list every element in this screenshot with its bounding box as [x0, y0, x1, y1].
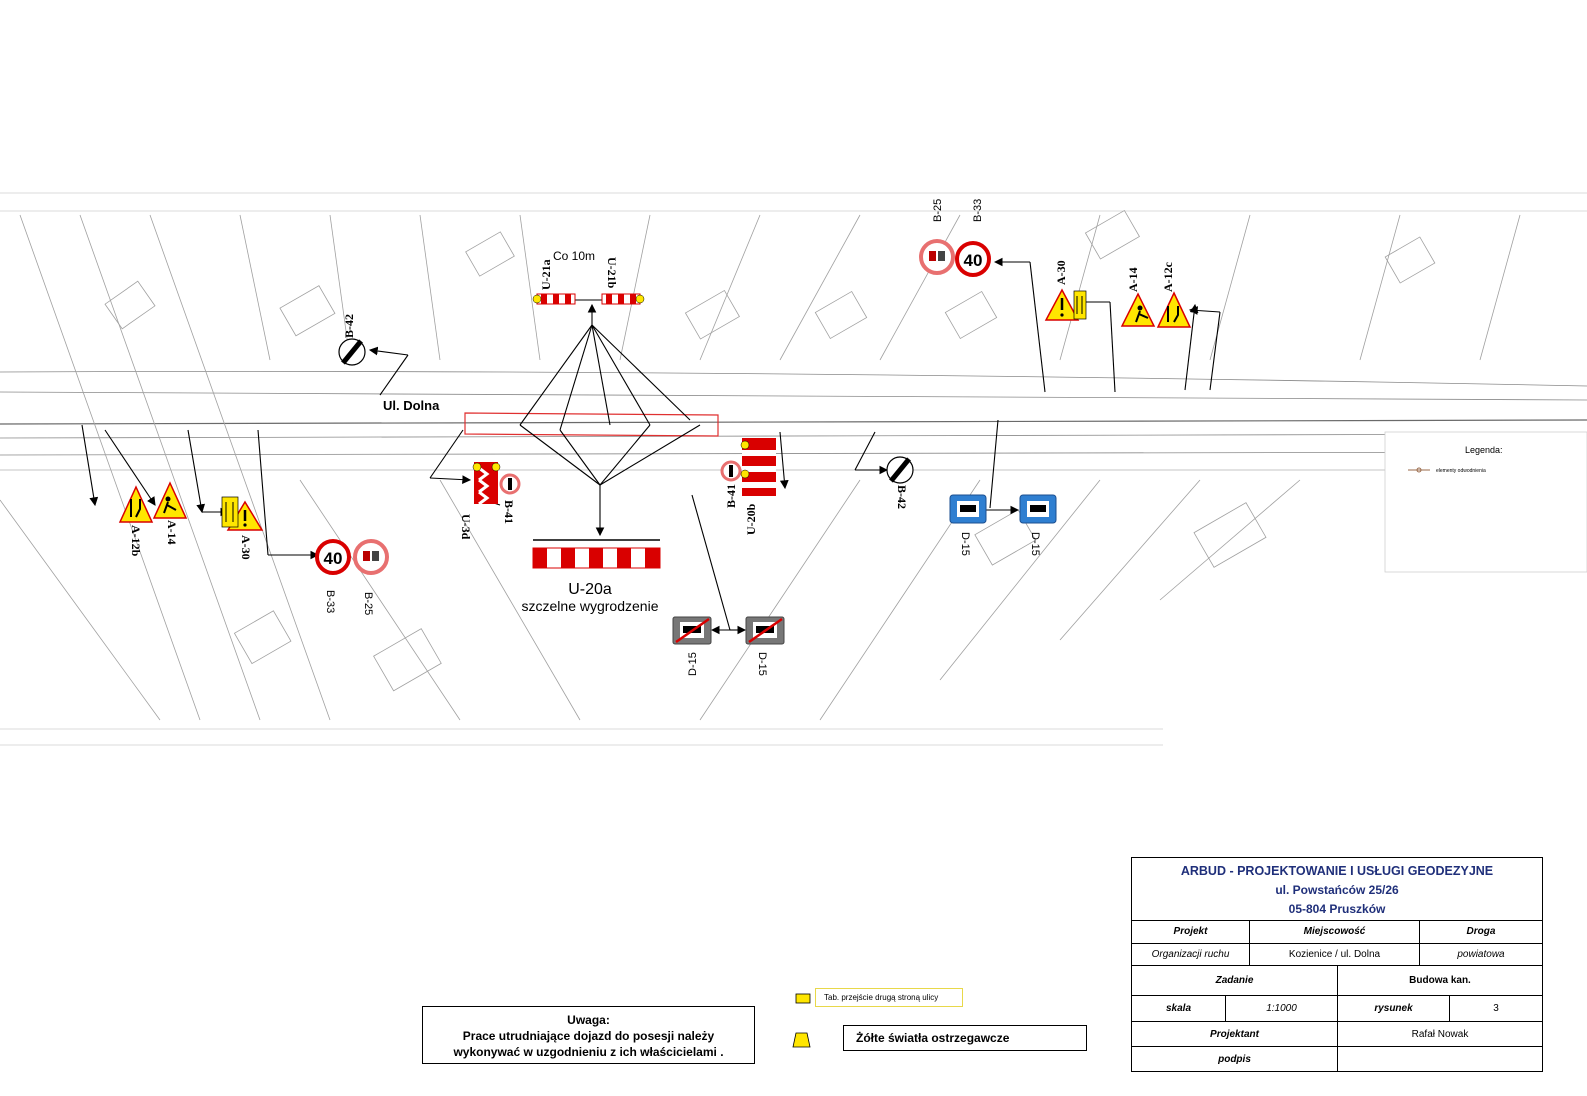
- label-skala: skala: [1132, 996, 1226, 1022]
- company-city: 05-804 Pruszków: [1288, 902, 1386, 916]
- label-b41-west: B-41: [502, 500, 516, 524]
- label-miejscowosc: Miejscowość: [1250, 920, 1420, 944]
- sign-a14-east: [1120, 292, 1156, 327]
- leader-lines: [81, 257, 1221, 635]
- note-box: Uwaga: Prace utrudniające dojazd do pose…: [422, 1006, 755, 1064]
- company-name: ARBUD - PROJEKTOWANIE I USŁUGI GEODEZYJN…: [1180, 864, 1494, 878]
- work-zone-outline: [464, 412, 719, 437]
- label-d15-blue-left: D-15: [959, 532, 971, 556]
- label-b25-east: B-25: [932, 199, 944, 222]
- sign-b41-east: [720, 460, 742, 482]
- note-line2: wykonywać w uzgodnieniu z ich właściciel…: [453, 1045, 724, 1059]
- sign-a30-west: [221, 496, 264, 531]
- sign-b25-east: [919, 239, 955, 275]
- sign-d15-blue-right: [1019, 494, 1057, 524]
- sign-u21b: [601, 293, 645, 305]
- sign-a30-east: [1044, 288, 1087, 321]
- sign-d15-blue-left: [949, 494, 987, 524]
- sign-b33-east: 40: [955, 241, 991, 277]
- sign-u20a-barrier: [532, 539, 661, 569]
- label-b42-west: B-42: [342, 314, 356, 338]
- label-zadanie: Zadanie: [1132, 966, 1338, 996]
- tab-legend-swatch: [795, 993, 811, 1004]
- sign-a12c-east: [1156, 291, 1192, 328]
- map-legend-heading: Legenda:: [1465, 445, 1503, 455]
- value-zadanie: Budowa kan.: [1338, 966, 1542, 996]
- label-a12c: A-12c: [1161, 261, 1175, 292]
- label-u3d: U-3d: [459, 514, 473, 540]
- label-a14-east: A-14: [1126, 267, 1140, 292]
- value-droga: powiatowa: [1420, 944, 1542, 966]
- label-a30-west: A-30: [239, 535, 253, 560]
- sign-b42-west: [338, 338, 366, 366]
- sign-b41-west: [499, 473, 521, 495]
- sign-a14-west: [152, 481, 188, 519]
- label-b33-east: B-33: [972, 199, 984, 222]
- note-line1: Prace utrudniające dojazd do posesji nal…: [462, 1029, 715, 1043]
- title-block-header: ARBUD - PROJEKTOWANIE I USŁUGI GEODEZYJN…: [1132, 858, 1542, 921]
- barrier-subtitle: szczelne wygrodzenie: [522, 598, 659, 614]
- warning-light-icon: [792, 1032, 811, 1048]
- sign-b33-west: 40: [315, 539, 351, 575]
- company-address: ul. Powstańców 25/26: [1275, 883, 1399, 897]
- label-a14-west: A-14: [165, 520, 179, 545]
- value-projektant: Rafał Nowak: [1338, 1022, 1542, 1047]
- barrier-title: U-20a: [568, 581, 612, 598]
- sign-u20b: [740, 438, 776, 496]
- sign-b42-east: [886, 456, 914, 484]
- sign-u3d: [472, 462, 501, 506]
- value-miejscowosc: Kozienice / ul. Dolna: [1250, 944, 1420, 966]
- spacing-label: Co 10m: [553, 249, 595, 263]
- label-d15-cancelled-right: D-15: [756, 652, 768, 676]
- label-b25-west: B-25: [362, 592, 374, 615]
- label-a12b: A-12b: [129, 525, 143, 557]
- sign-a12b-west: [118, 485, 154, 523]
- label-u20b: U-20b: [744, 503, 758, 535]
- note-title: Uwaga:: [567, 1013, 610, 1027]
- sign-d15-cancelled-left: [672, 616, 712, 645]
- label-b41-east: B-41: [724, 484, 738, 508]
- svg-text:40: 40: [324, 549, 343, 568]
- label-a30-east: A-30: [1054, 260, 1068, 285]
- label-u21a: U-21a: [539, 259, 553, 290]
- legend-lights-label: Żółte światła ostrzegawcze: [843, 1025, 1087, 1051]
- label-b42-east: B-42: [895, 485, 909, 509]
- base-map: [0, 192, 1587, 746]
- label-projektant: Projektant: [1132, 1022, 1338, 1047]
- map-legend-item: [1408, 467, 1430, 473]
- sign-b25-west: [353, 539, 389, 575]
- label-u21b: U-21b: [605, 257, 619, 289]
- label-d15-cancelled-left: D-15: [687, 652, 699, 676]
- value-projekt: Organizacji ruchu: [1132, 944, 1250, 966]
- map-legend-item-label: elementy odwodnienia: [1436, 468, 1486, 474]
- title-block: ARBUD - PROJEKTOWANIE I USŁUGI GEODEZYJN…: [1131, 857, 1543, 1072]
- label-projekt: Projekt: [1132, 920, 1250, 944]
- sign-u21a: [532, 293, 576, 305]
- value-podpis: [1338, 1047, 1542, 1071]
- label-rysunek: rysunek: [1338, 996, 1450, 1022]
- label-d15-blue-right: D-15: [1029, 532, 1041, 556]
- value-rysunek: 3: [1450, 996, 1542, 1022]
- street-label: Ul. Dolna: [383, 398, 440, 413]
- label-podpis: podpis: [1132, 1047, 1338, 1071]
- label-b33-west: B-33: [324, 590, 336, 613]
- legend-tab-label: Tab. przejście drugą stroną ulicy: [815, 988, 963, 1007]
- svg-text:40: 40: [964, 251, 983, 270]
- value-skala: 1:1000: [1226, 996, 1338, 1022]
- sign-d15-cancelled-right: [745, 616, 785, 645]
- label-droga: Droga: [1420, 920, 1542, 944]
